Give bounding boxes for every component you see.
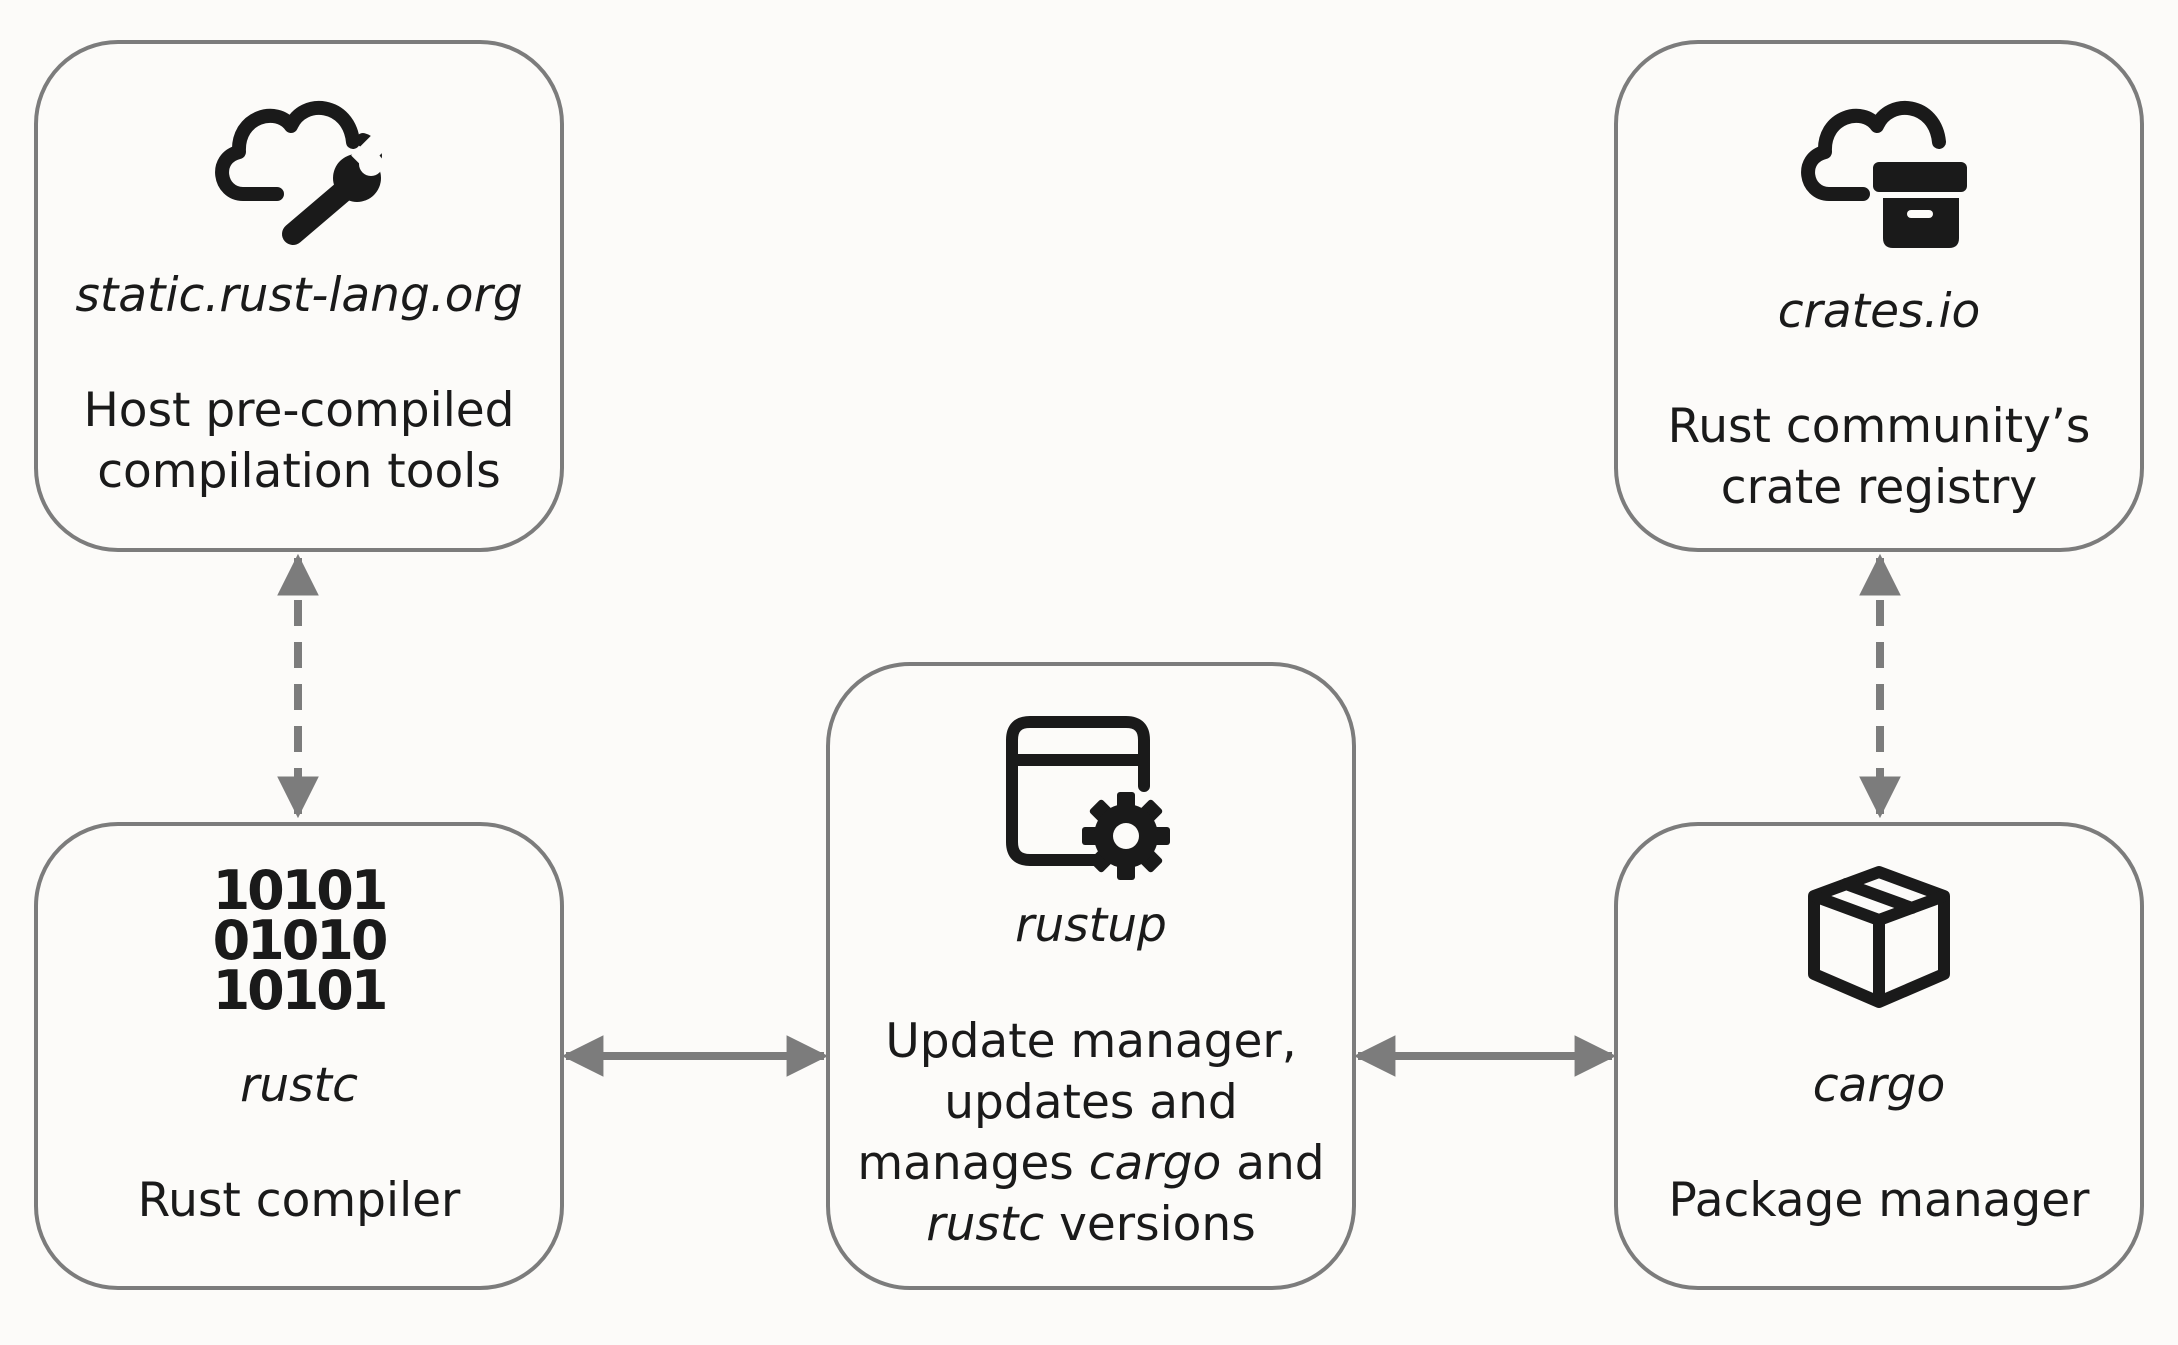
node-description: Update manager, updates and manages carg… — [857, 1014, 1325, 1252]
node-title: rustc — [240, 1058, 358, 1113]
node-rustc: 10101 01010 10101 rustc Rust compiler — [34, 822, 564, 1290]
cloud-wrench-icon — [38, 86, 560, 256]
node-rustup: rustup Update manager, updates and manag… — [826, 662, 1356, 1290]
window-gear-icon — [830, 708, 1352, 888]
node-title: static.rust-lang.org — [75, 268, 523, 323]
node-crates-io: crates.io Rust community’s crate registr… — [1614, 40, 2144, 552]
node-cargo: cargo Package manager — [1614, 822, 2144, 1290]
node-description: Package manager — [1668, 1173, 2090, 1228]
node-title: rustup — [1015, 898, 1167, 953]
node-description: Rust community’s crate registry — [1667, 399, 2091, 515]
node-description: Rust compiler — [137, 1173, 461, 1228]
node-title: cargo — [1812, 1058, 1946, 1113]
package-box-icon — [1618, 858, 2140, 1018]
node-title: crates.io — [1777, 284, 1981, 339]
node-static-rust-lang: static.rust-lang.org Host pre-compiled c… — [34, 40, 564, 552]
binary-code-icon: 10101 01010 10101 — [212, 859, 389, 1022]
node-description: Host pre-compiled compilation tools — [83, 383, 515, 499]
cloud-archive-icon — [1618, 86, 2140, 256]
